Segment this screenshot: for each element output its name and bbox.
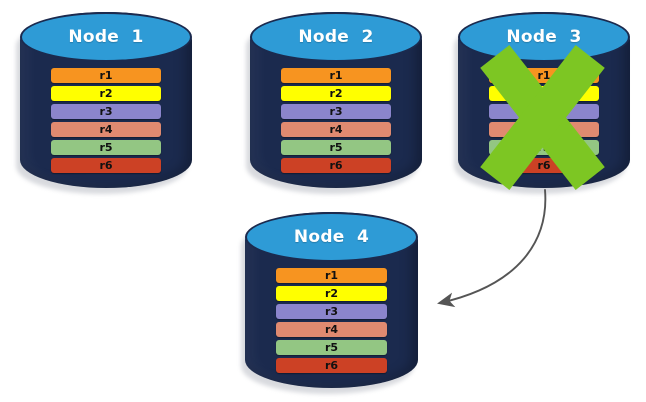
record-row: r3 [280,104,392,119]
node-2-top-disc [250,12,422,62]
node-2-label: Node 2 [298,27,374,47]
node-3-label: Node 3 [506,27,582,47]
node-3-records: r1 r2 r3 r4 r5 r6 [488,68,600,173]
record-row: r6 [280,158,392,173]
record-row: r5 [280,140,392,155]
node-2-records: r1 r2 r3 r4 r5 r6 [280,68,392,173]
record-row: r5 [488,140,600,155]
node-1[interactable]: Node 1 r1 r2 r3 r4 r5 r6 [16,12,192,194]
record-row: r1 [50,68,162,83]
record-row: r4 [280,122,392,137]
record-row: r2 [50,86,162,101]
record-row: r3 [50,104,162,119]
record-row: r4 [488,122,600,137]
record-row: r3 [488,104,600,119]
node-1-records: r1 r2 r3 r4 r5 r6 [50,68,162,173]
record-row: r2 [280,86,392,101]
node-4-label: Node 4 [293,227,370,247]
node-4-records: r1 r2 r3 r4 r5 r6 [276,268,387,373]
record-row: r6 [276,358,387,373]
record-row: r1 [280,68,392,83]
node-1-top-disc [20,12,192,62]
record-row: r4 [50,122,162,137]
node-3[interactable]: Node 3 r1 r2 r3 r4 r5 r6 [454,12,630,194]
record-row: r1 [488,68,600,83]
record-row: r1 [276,268,387,283]
record-row: r2 [488,86,600,101]
record-row: r6 [488,158,600,173]
record-row: r5 [50,140,162,155]
node-1-label: Node 1 [68,27,144,47]
record-row: r3 [276,304,387,319]
record-row: r2 [276,286,387,301]
record-row: r4 [276,322,387,337]
node-4-top-disc [245,212,418,262]
node-2[interactable]: Node 2 r1 r2 r3 r4 r5 r6 [246,12,422,194]
record-row: r5 [276,340,387,355]
record-row: r6 [50,158,162,173]
node-4[interactable]: Node 4 r1 r2 r3 r4 r5 r6 [241,212,418,394]
